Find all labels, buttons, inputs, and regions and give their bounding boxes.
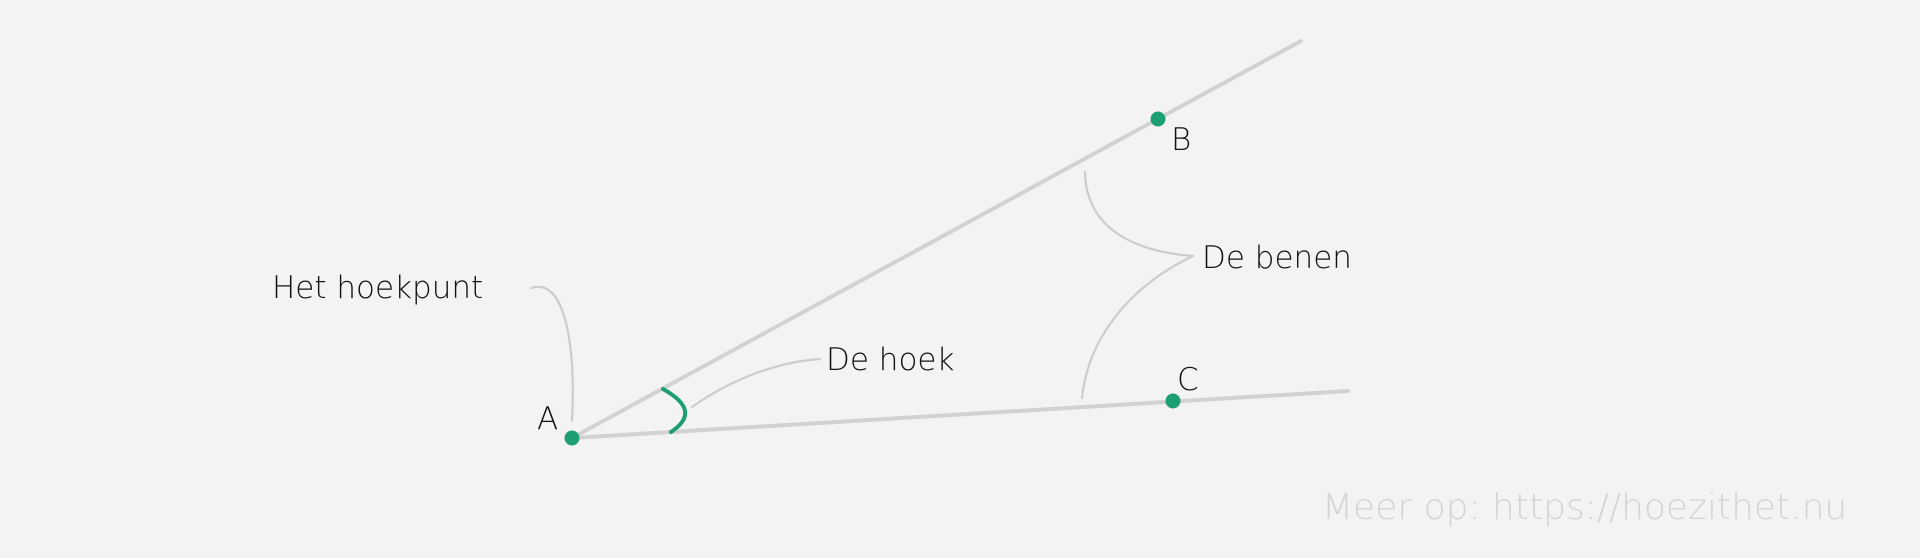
point-b-label: B xyxy=(1171,122,1191,158)
label-hoekpunt: Het hoekpunt xyxy=(272,270,483,306)
label-benen: De benen xyxy=(1202,240,1352,276)
point-b-dot xyxy=(1150,111,1166,127)
ray-ab xyxy=(570,39,1303,440)
point-c-dot xyxy=(1165,393,1181,409)
watermark: Meer op: https://hoezithet.nu xyxy=(1322,487,1847,528)
callout-benen-top xyxy=(1083,170,1195,258)
callout-hoek xyxy=(690,357,822,409)
callout-benen-bottom xyxy=(1080,254,1195,400)
point-a-label: A xyxy=(537,401,558,437)
label-hoek: De hoek xyxy=(826,342,954,378)
point-a-dot xyxy=(564,430,580,446)
angle-arc xyxy=(661,387,688,434)
callout-hoekpunt xyxy=(529,285,574,423)
ray-ac xyxy=(570,389,1350,440)
point-c-label: C xyxy=(1177,362,1199,398)
